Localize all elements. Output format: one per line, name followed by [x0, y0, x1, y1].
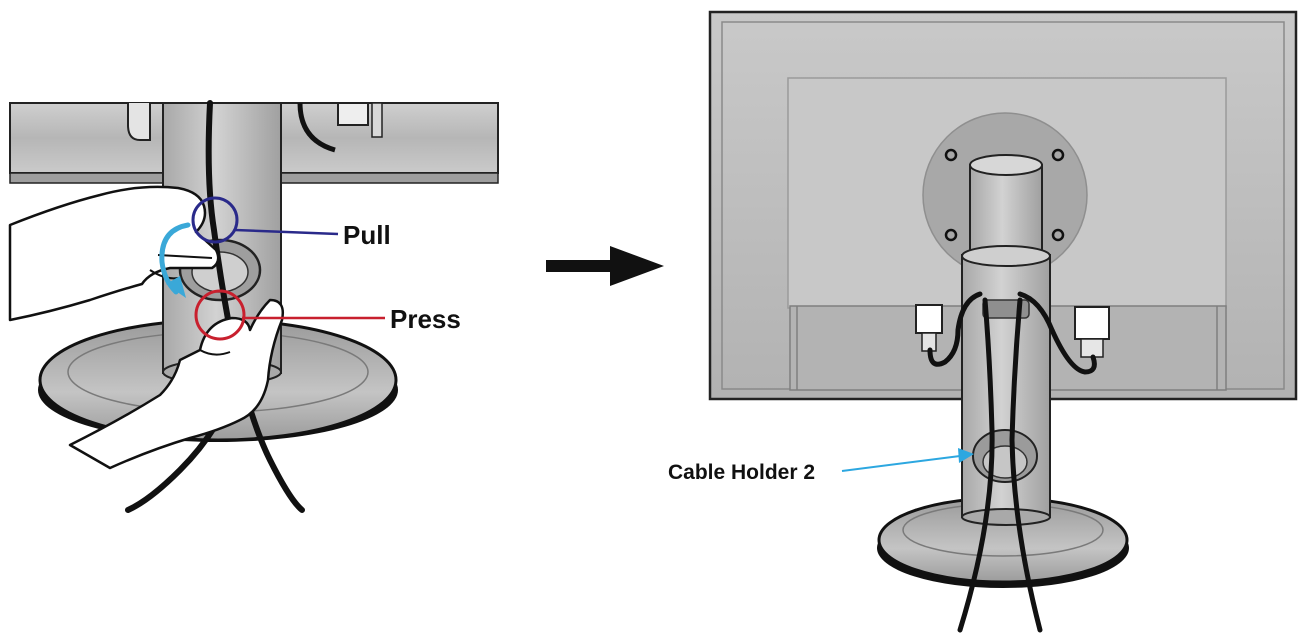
video-connector — [1074, 306, 1110, 358]
upper-hand — [8, 185, 220, 322]
lower-hand — [68, 298, 284, 470]
cable-holder-label: Cable Holder 2 — [668, 461, 816, 484]
rotate-arrow-head — [166, 276, 186, 298]
press-callout — [194, 289, 385, 341]
right-stand-base — [877, 496, 1129, 588]
right-stand-column — [961, 245, 1051, 526]
cable-holder-callout — [841, 448, 974, 472]
right-arrow-icon — [546, 246, 664, 286]
power-connector — [915, 304, 943, 352]
press-label: Press — [390, 304, 461, 334]
right-cables — [927, 291, 1097, 633]
pull-callout — [191, 196, 339, 244]
pull-label: Pull — [343, 220, 391, 250]
left-stand-closeup — [8, 100, 499, 513]
